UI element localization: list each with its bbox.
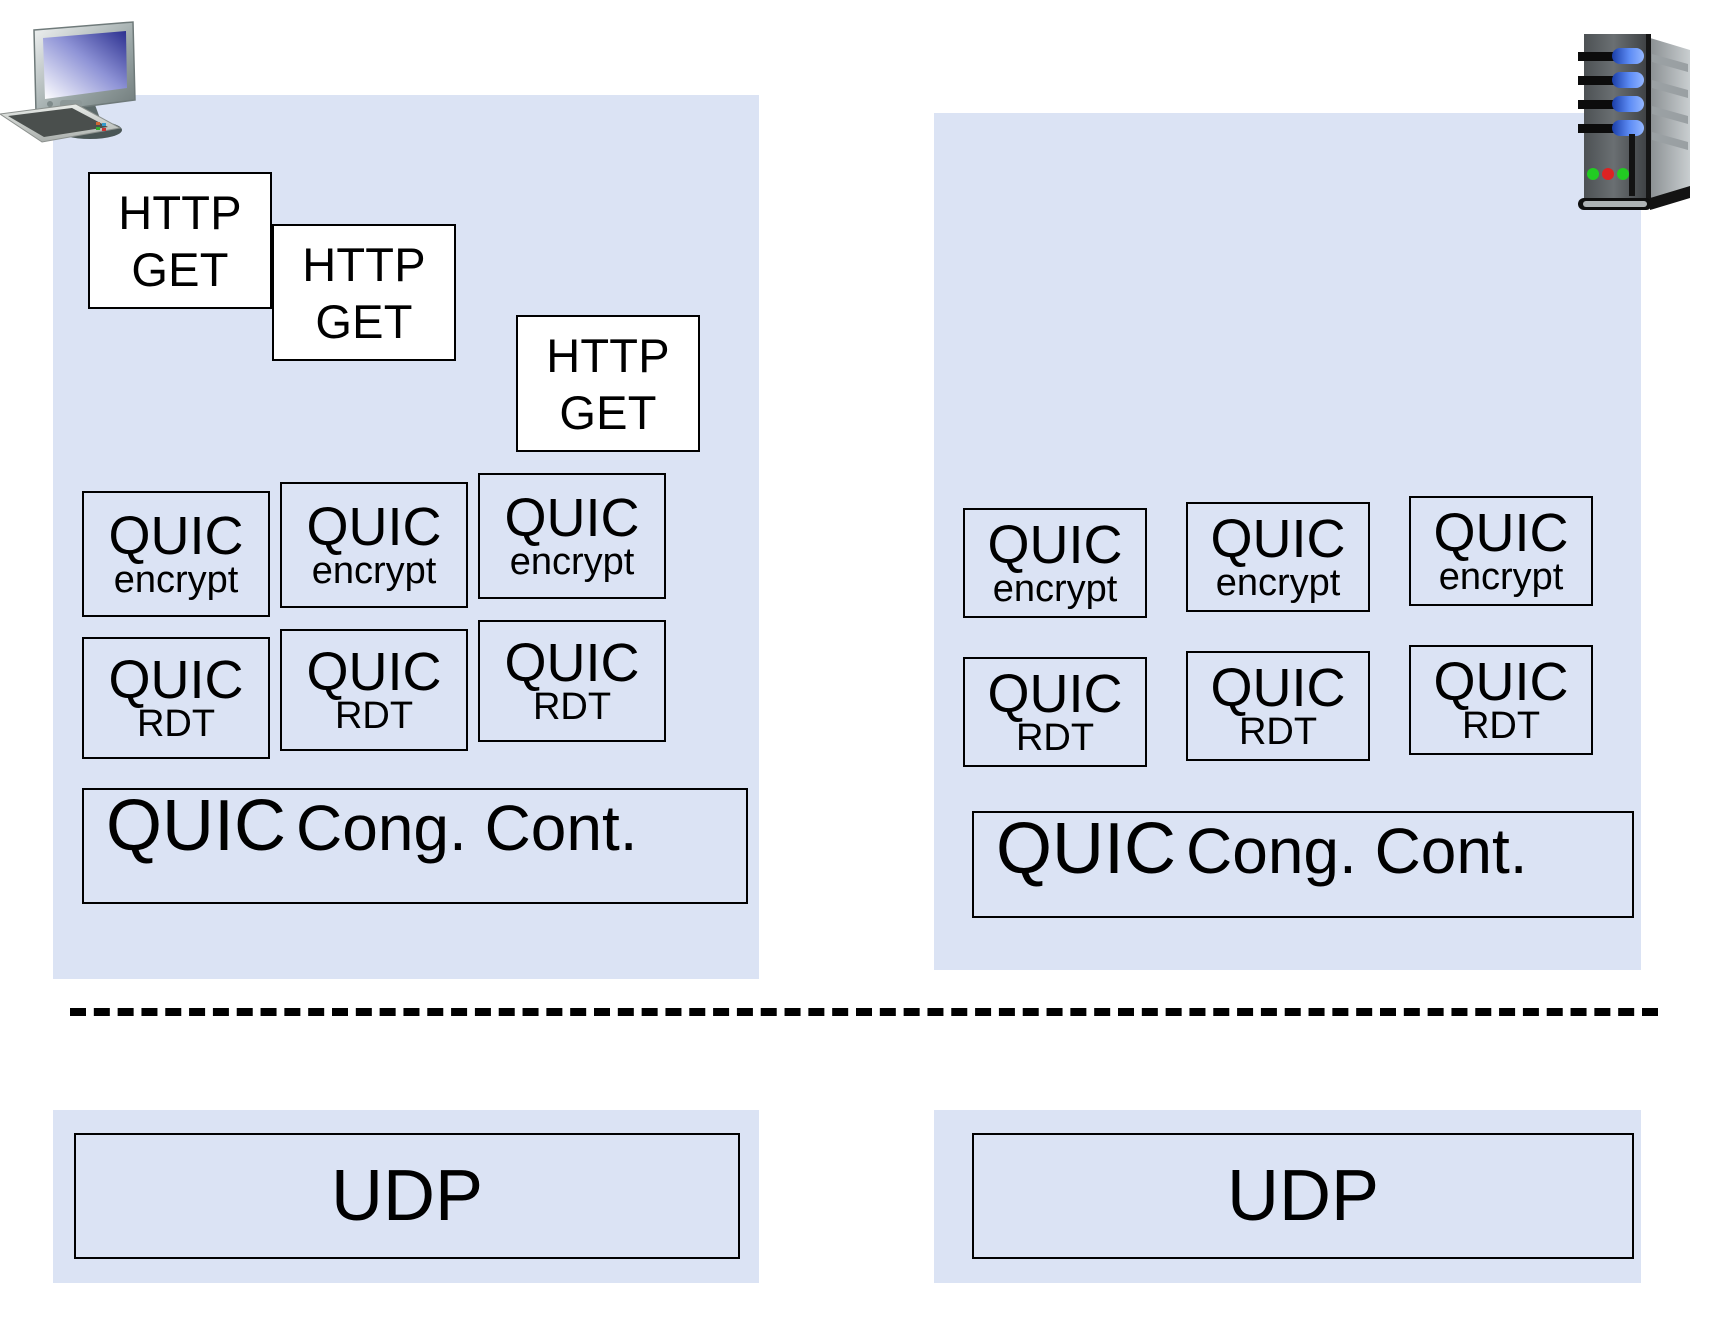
server-quic-encrypt-1[interactable]: QUIC encrypt xyxy=(963,508,1147,618)
quic-label: QUIC xyxy=(504,633,640,693)
http-get-line-1: HTTP xyxy=(302,237,426,291)
client-quic-encrypt-2[interactable]: QUIC encrypt xyxy=(280,482,468,608)
quic-sublabel: RDT xyxy=(532,686,612,728)
server-tower-icon xyxy=(1578,14,1708,219)
quic-sublabel: RDT xyxy=(136,703,216,745)
quic-label: QUIC xyxy=(1210,509,1346,569)
quic-sublabel: encrypt xyxy=(992,568,1118,610)
http-get-message-2[interactable]: HTTP GET xyxy=(272,224,456,361)
quic-label: QUIC xyxy=(1210,658,1346,718)
quic-label: QUIC xyxy=(306,497,442,557)
server-quic-encrypt-2[interactable]: QUIC encrypt xyxy=(1186,502,1370,612)
server-quic-congestion-control[interactable]: QUIC Cong. Cont. xyxy=(972,811,1634,918)
congestion-control-label: Cong. Cont. xyxy=(296,792,638,864)
quic-sublabel: encrypt xyxy=(1438,556,1564,598)
quic-label: QUIC xyxy=(987,664,1123,724)
quic-label: QUIC xyxy=(996,809,1176,889)
server-quic-rdt-1[interactable]: QUIC RDT xyxy=(963,657,1147,767)
http-get-message-1[interactable]: HTTP GET xyxy=(88,172,272,309)
quic-sublabel: RDT xyxy=(1461,705,1541,747)
protocol-layer-divider xyxy=(70,1008,1658,1016)
client-quic-encrypt-1[interactable]: QUIC encrypt xyxy=(82,491,270,617)
client-quic-congestion-control[interactable]: QUIC Cong. Cont. xyxy=(82,788,748,904)
quic-sublabel: encrypt xyxy=(1215,562,1341,604)
http-get-line-2: GET xyxy=(131,242,229,296)
quic-label: QUIC xyxy=(106,786,286,866)
quic-label: QUIC xyxy=(1433,503,1569,563)
http-get-line-1: HTTP xyxy=(546,328,670,382)
quic-sublabel: encrypt xyxy=(509,541,635,583)
client-quic-encrypt-3[interactable]: QUIC encrypt xyxy=(478,473,666,599)
congestion-control-label: Cong. Cont. xyxy=(1186,815,1528,887)
quic-sublabel: RDT xyxy=(334,695,414,737)
udp-label: UDP xyxy=(1226,1156,1379,1236)
udp-label: UDP xyxy=(330,1156,483,1236)
quic-label: QUIC xyxy=(108,506,244,566)
http-get-line-2: GET xyxy=(315,294,413,348)
client-udp-box[interactable]: UDP xyxy=(74,1133,740,1259)
client-quic-rdt-1[interactable]: QUIC RDT xyxy=(82,637,270,759)
server-udp-box[interactable]: UDP xyxy=(972,1133,1634,1259)
server-quic-encrypt-3[interactable]: QUIC encrypt xyxy=(1409,496,1593,606)
http-get-line-2: GET xyxy=(559,385,657,439)
client-quic-rdt-2[interactable]: QUIC RDT xyxy=(280,629,468,751)
server-quic-rdt-2[interactable]: QUIC RDT xyxy=(1186,651,1370,761)
quic-sublabel: encrypt xyxy=(113,559,239,601)
http-get-line-1: HTTP xyxy=(118,185,242,239)
quic-sublabel: RDT xyxy=(1015,717,1095,759)
quic-label: QUIC xyxy=(306,642,442,702)
server-quic-rdt-3[interactable]: QUIC RDT xyxy=(1409,645,1593,755)
quic-sublabel: encrypt xyxy=(311,550,437,592)
quic-label: QUIC xyxy=(1433,652,1569,712)
quic-label: QUIC xyxy=(504,488,640,548)
desktop-computer-icon xyxy=(0,18,148,158)
quic-sublabel: RDT xyxy=(1238,711,1318,753)
http-get-message-3[interactable]: HTTP GET xyxy=(516,315,700,452)
client-quic-rdt-3[interactable]: QUIC RDT xyxy=(478,620,666,742)
quic-label: QUIC xyxy=(108,650,244,710)
quic-label: QUIC xyxy=(987,515,1123,575)
